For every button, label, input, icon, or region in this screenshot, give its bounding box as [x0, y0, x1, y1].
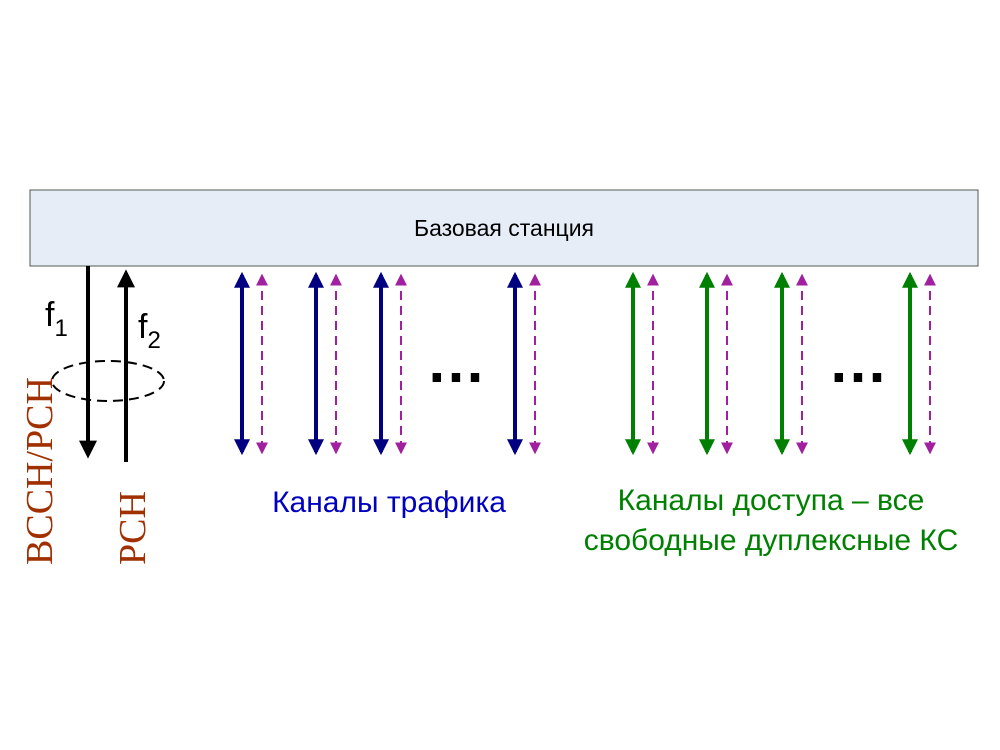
base-station-label: Базовая станция [414, 215, 594, 241]
f2-label: f2 [138, 308, 161, 354]
base-station-box [29, 189, 979, 267]
f1-label: f1 [45, 296, 68, 342]
access-ellipsis: … [828, 328, 888, 395]
control-group-ellipse [51, 360, 165, 402]
traffic-ellipsis: … [426, 328, 486, 395]
traffic-channels [234, 271, 541, 456]
bcch-pch-label: BCCH/PCH [19, 377, 61, 565]
access-channels [625, 271, 936, 456]
access-channels-label-line1: Каналы доступа – все [618, 484, 925, 517]
pch-label: PCH [112, 491, 154, 565]
traffic-channels-label: Каналы трафика [272, 486, 506, 519]
access-channels-label-line2: свободные дуплексные КС [584, 524, 959, 557]
